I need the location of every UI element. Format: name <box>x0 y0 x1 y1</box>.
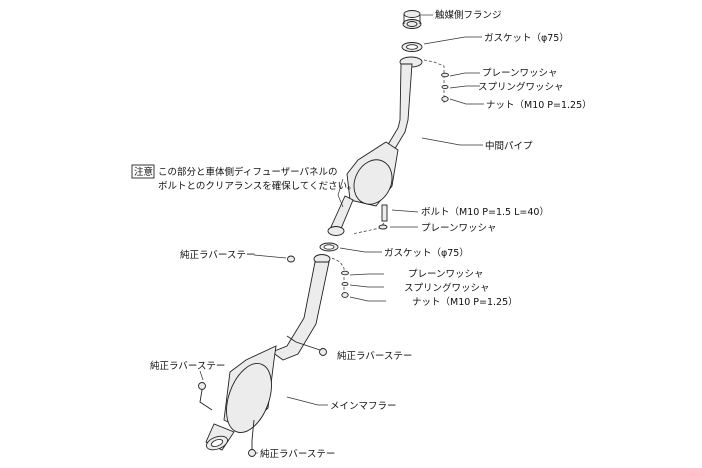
label-rubber-stay-1: 純正ラバーステー <box>180 249 255 261</box>
caution-line-1: この部分と車体側ディフューザーパネルの <box>158 166 338 178</box>
caution-tag: 注意 <box>134 166 153 178</box>
label-center-pipe: 中間パイプ <box>485 140 533 152</box>
label-catalyst-flange: 触媒側フランジ <box>435 9 502 21</box>
label-spring-washer-1: スプリングワッシャ <box>478 81 564 93</box>
rubber-stay-4-part <box>248 419 256 457</box>
lower-hardware-stack <box>331 257 349 298</box>
label-plain-washer-2: プレーンワッシャ <box>408 269 484 280</box>
label-rubber-stay-4: 純正ラバーステー <box>260 448 335 460</box>
label-gasket-top: ガスケット（φ75） <box>484 32 569 44</box>
main-muffler-assembly <box>205 254 331 451</box>
upper-hardware-stack <box>423 59 449 104</box>
center-pipe <box>327 56 423 236</box>
rubber-stay-3-part <box>198 382 213 411</box>
label-nut-1: ナット（M10 P=1.25） <box>486 99 592 111</box>
leader-lines <box>199 14 484 454</box>
label-nut-2: ナット（M10 P=1.25） <box>412 296 518 308</box>
caution-line-2: ボルトとのクリアランスを確保してください。 <box>158 180 357 192</box>
label-main-muffler: メインマフラー <box>330 401 397 412</box>
rubber-stay-1-part <box>287 255 295 263</box>
label-bolt: ボルト（M10 P=1.5 L=40） <box>421 206 549 218</box>
label-plain-washer-1: プレーンワッシャ <box>482 68 558 79</box>
label-plain-washer-bolt: プレーンワッシャ <box>421 223 497 234</box>
mid-gasket <box>319 242 339 252</box>
label-gasket-mid: ガスケット（φ75） <box>384 247 469 259</box>
top-gasket <box>401 42 423 52</box>
catalyst-flange <box>402 10 422 29</box>
bolt-hardware <box>351 204 388 235</box>
label-rubber-stay-3: 純正ラバーステー <box>150 360 225 372</box>
label-rubber-stay-2: 純正ラバーステー <box>337 350 412 362</box>
label-spring-washer-2: スプリングワッシャ <box>404 282 490 294</box>
rubber-stay-2-part <box>286 335 327 356</box>
caution-note: 注意 この部分と車体側ディフューザーパネルの ボルトとのクリアランスを確保してく… <box>131 164 357 192</box>
